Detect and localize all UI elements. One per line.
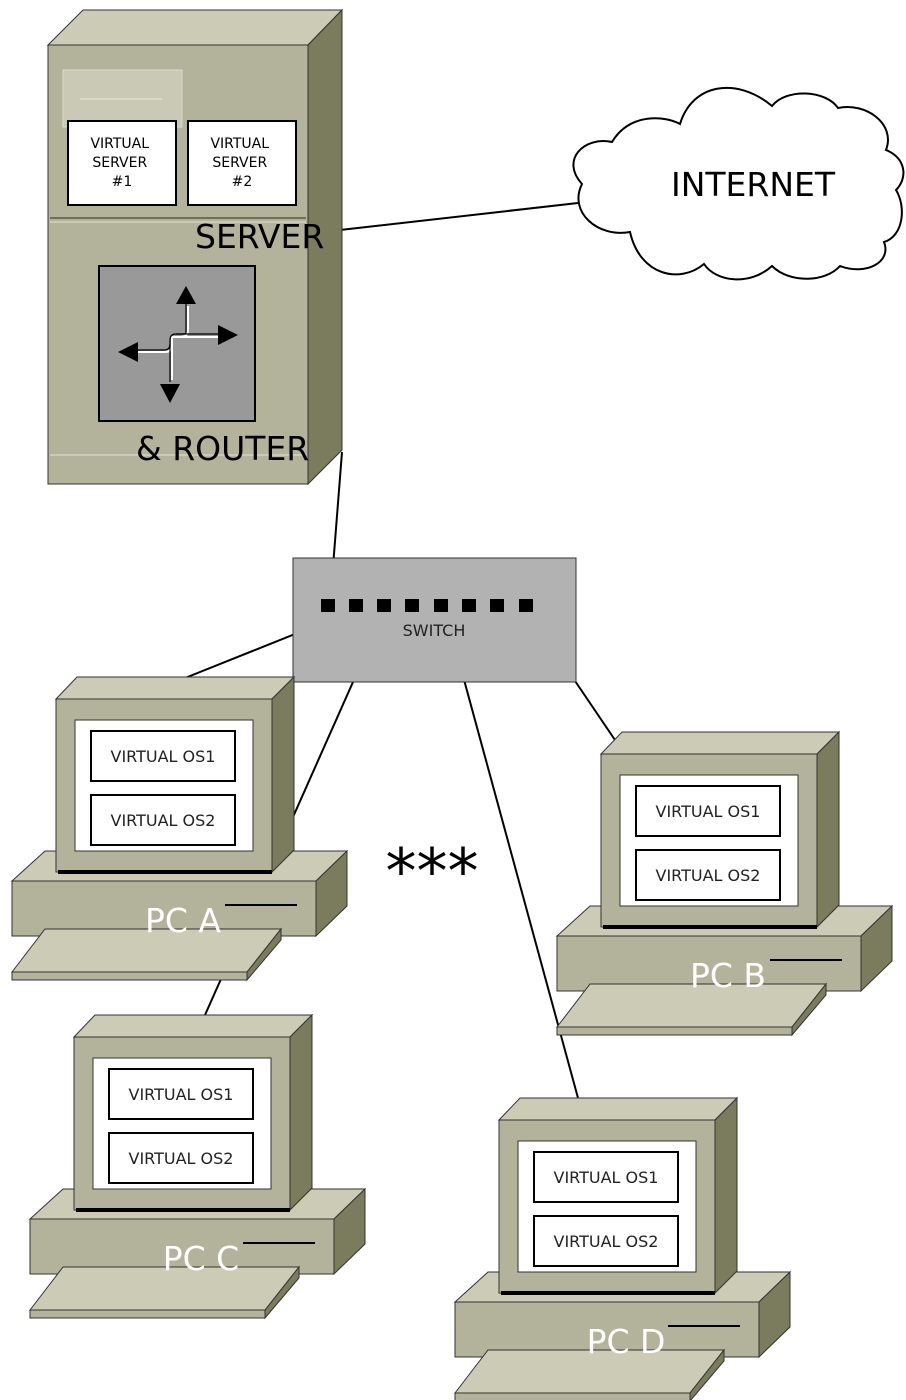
pc-c-os1-box	[108, 1068, 254, 1120]
svg-text:VIRTUAL SERVER #2: VIRTUAL SERVER #2	[210, 136, 273, 190]
switch-ports	[321, 599, 533, 612]
switch-port-6	[462, 599, 476, 612]
svg-text:VIRTUAL SERVER #1: VIRTUAL SERVER #1	[90, 136, 153, 190]
pc-c-os1-label: VIRTUAL OS1	[129, 1085, 234, 1104]
pc-a-os1-label: VIRTUAL OS1	[111, 747, 216, 766]
pc-b-label: PC B	[690, 956, 766, 995]
pc-a-os1-box	[90, 730, 236, 782]
pc-c-os2-box	[108, 1132, 254, 1184]
pc-d: VIRTUAL OS1 VIRTUAL OS2 PC D	[453, 1096, 792, 1400]
pc-b-os2-label: VIRTUAL OS2	[656, 866, 761, 885]
virtual-server-1-line3: #1	[112, 174, 133, 190]
router-panel	[98, 265, 256, 422]
pc-c: VIRTUAL OS1 VIRTUAL OS2 PC C	[28, 1013, 367, 1320]
server-top-face	[46, 9, 344, 46]
pc-d-os2-label: VIRTUAL OS2	[554, 1232, 659, 1251]
virtual-server-2-line2: SERVER	[212, 155, 267, 171]
pc-d-label: PC D	[587, 1322, 666, 1361]
router-label: & ROUTER	[136, 429, 309, 468]
pc-d-os2-box	[533, 1215, 679, 1267]
pc-a-keyboard	[10, 927, 283, 982]
switch-port-3	[377, 599, 391, 612]
pc-c-os2-label: VIRTUAL OS2	[129, 1149, 234, 1168]
pc-c-keyboard	[28, 1265, 301, 1320]
pc-d-keyboard	[453, 1348, 726, 1400]
virtual-server-1-line1: VIRTUAL	[90, 136, 149, 152]
pc-c-label: PC C	[163, 1239, 239, 1278]
pc-a-label: PC A	[145, 901, 221, 940]
more-pcs-separator: ***	[386, 835, 479, 908]
pc-d-os1-box	[533, 1151, 679, 1203]
router-arrows-icon	[118, 286, 238, 403]
internet-cloud: INTERNET	[572, 86, 905, 281]
server-label: SERVER	[195, 217, 324, 256]
pc-b-os1-label: VIRTUAL OS1	[656, 802, 761, 821]
virtual-server-2-line1: VIRTUAL	[210, 136, 269, 152]
switch-label: SWITCH	[403, 621, 466, 640]
pc-b-os2-box	[635, 849, 781, 901]
virtual-server-2: VIRTUAL SERVER #2	[187, 120, 297, 206]
pc-b-os1-box	[635, 785, 781, 837]
switch-port-4	[405, 599, 419, 612]
pc-a-os2-box	[90, 794, 236, 846]
link-server-internet	[339, 202, 579, 231]
virtual-server-1: VIRTUAL SERVER #1	[67, 120, 177, 206]
pc-b-keyboard	[555, 982, 828, 1037]
link-switch-pc-d	[444, 609, 579, 1099]
switch-port-5	[434, 599, 448, 612]
switch-port-2	[349, 599, 363, 612]
pc-b: VIRTUAL OS1 VIRTUAL OS2 PC B	[555, 730, 894, 1037]
switch-port-1	[321, 599, 335, 612]
network-switch: SWITCH	[292, 557, 577, 683]
virtual-server-1-line2: SERVER	[92, 155, 147, 171]
cloud-icon	[572, 86, 905, 281]
virtual-server-2-line3: #2	[232, 174, 253, 190]
pc-a: VIRTUAL OS1 VIRTUAL OS2 PC A	[10, 675, 349, 982]
pc-a-os2-label: VIRTUAL OS2	[111, 811, 216, 830]
switch-port-7	[490, 599, 504, 612]
switch-port-8	[519, 599, 533, 612]
internet-label: INTERNET	[671, 165, 836, 204]
switch-body	[292, 557, 577, 683]
pc-d-os1-label: VIRTUAL OS1	[554, 1168, 659, 1187]
